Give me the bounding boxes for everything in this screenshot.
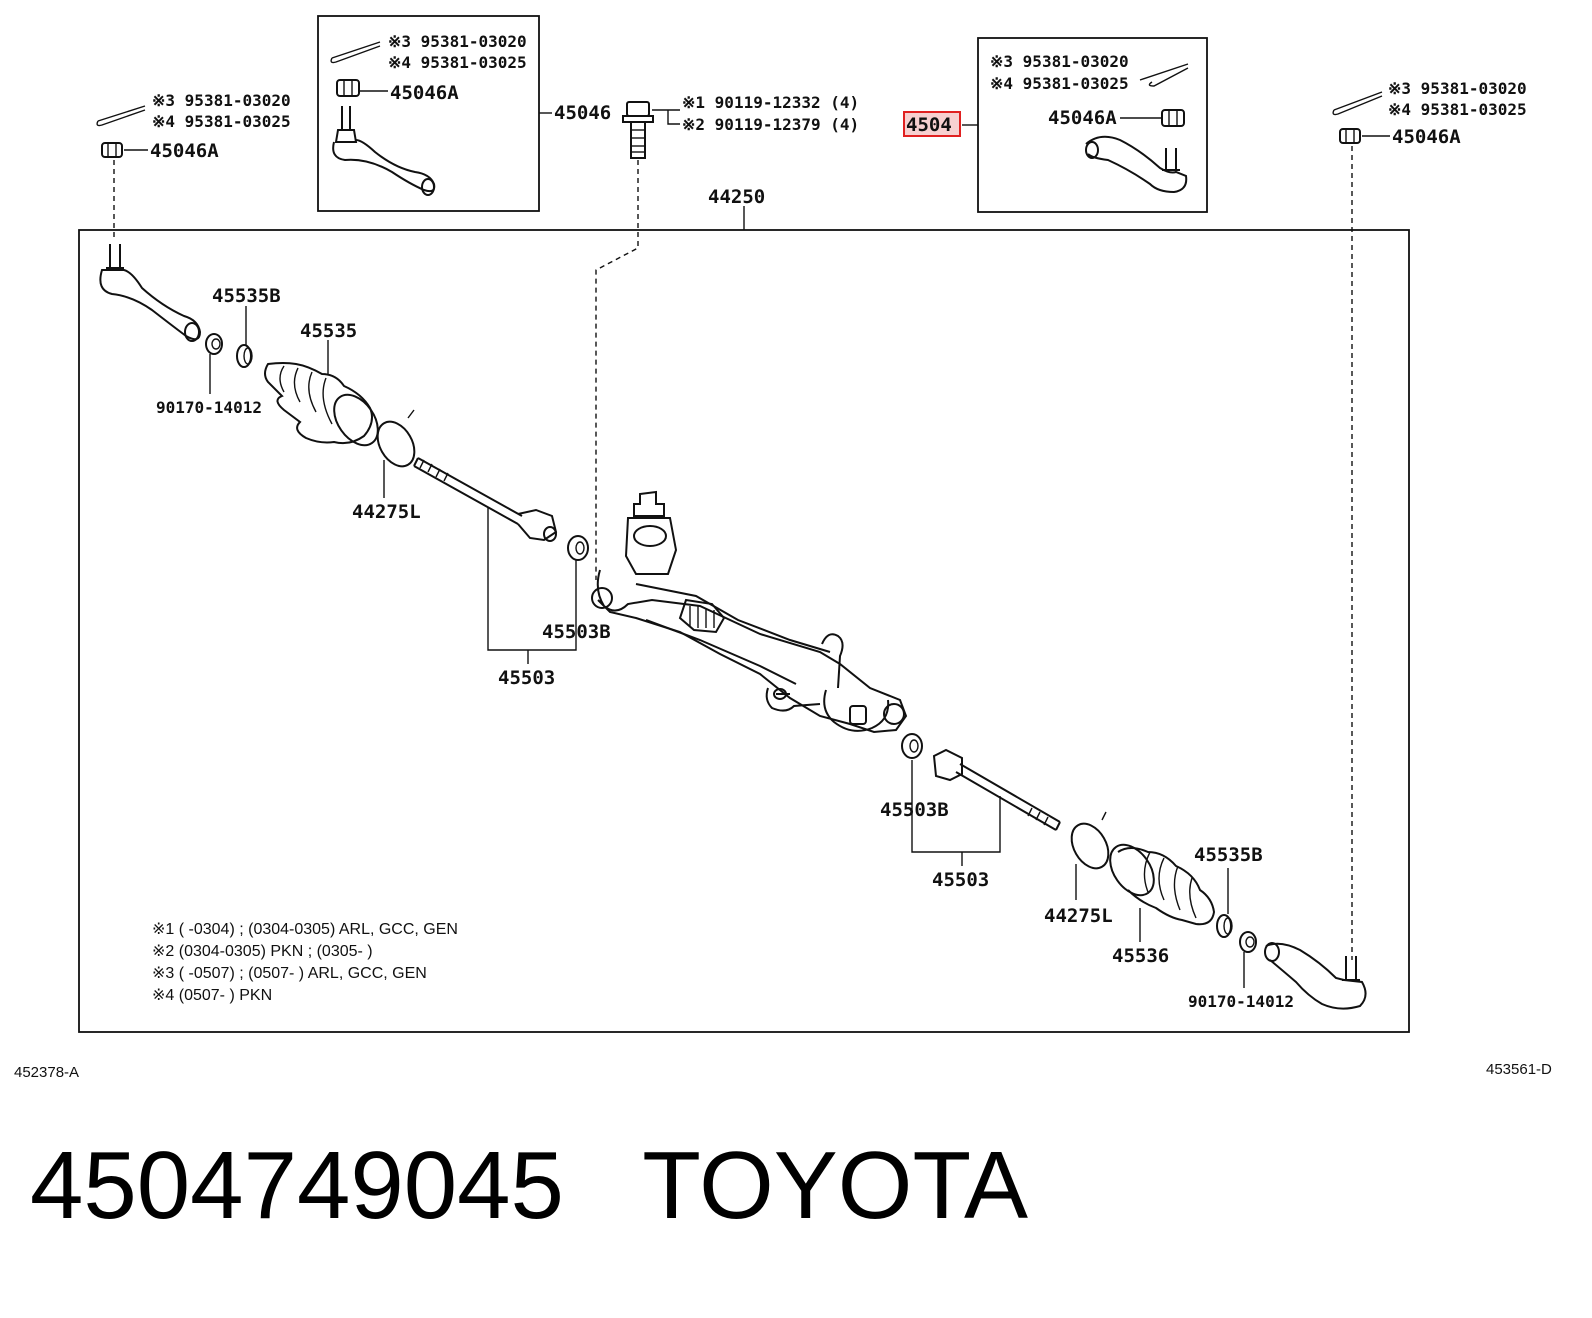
label-95381-03025-box-left[interactable]: ※4 95381-03025 [388, 53, 527, 72]
part-caption: 4504749045 TOYOTA [30, 1138, 1028, 1234]
nut-icon-far-right [1339, 128, 1361, 144]
caption-part-number: 4504749045 [30, 1132, 564, 1239]
washer-icon-45503B-right [901, 733, 923, 759]
nut-icon-90170-left [205, 333, 223, 355]
figure-ref-right: 453561-D [1486, 1061, 1552, 1078]
label-45503-left[interactable]: 45503 [498, 667, 555, 689]
nut-icon-box-left [336, 79, 360, 97]
tie-rod-end-icon-left [99, 244, 202, 342]
clamp-ring-icon-44275L-left [376, 409, 416, 468]
tie-rod-icon-right [932, 748, 1061, 831]
steering-rack-housing [591, 490, 908, 734]
label-95381-03020-far-left[interactable]: ※3 95381-03020 [152, 91, 291, 110]
label-45046A-far-left[interactable]: 45046A [150, 140, 219, 162]
label-45503B-left[interactable]: 45503B [542, 621, 611, 643]
tie-rod-end-icon-box-left [332, 106, 436, 196]
nut-icon-box-right [1161, 109, 1185, 127]
label-45046A-box-right[interactable]: 45046A [1048, 107, 1117, 129]
clamp-ring-icon-44275L-right [1070, 811, 1110, 870]
assembly-frame-44250 [78, 229, 1410, 1033]
label-45503-right[interactable]: 45503 [932, 869, 989, 891]
label-95381-03025-far-left[interactable]: ※4 95381-03025 [152, 112, 291, 131]
nut-icon-far-left [101, 142, 123, 158]
note-4: ※4 (0507- ) PKN [152, 987, 272, 1004]
label-45536[interactable]: 45536 [1112, 945, 1169, 967]
figure-ref-left: 452378-A [14, 1064, 79, 1081]
cotter-pin-icon-left [96, 105, 146, 127]
bolt-icon [622, 101, 654, 159]
label-95381-03020-box-right[interactable]: ※3 95381-03020 [990, 52, 1129, 71]
clamp-icon-45535B-left [236, 344, 253, 368]
label-45503B-right[interactable]: 45503B [880, 799, 949, 821]
clamp-icon-45535B-right [1216, 914, 1233, 938]
washer-icon-45503B-left [567, 535, 589, 561]
label-45046[interactable]: 45046 [554, 102, 611, 124]
cotter-pin-icon-far-right [1332, 91, 1383, 116]
label-95381-03025-box-right[interactable]: ※4 95381-03025 [990, 74, 1129, 93]
label-90119-12332[interactable]: ※1 90119-12332 (4) [682, 93, 859, 112]
note-2: ※2 (0304-0305) PKN ; (0305- ) [152, 943, 373, 960]
kit-box-45047 [977, 37, 1208, 213]
note-1: ※1 ( -0304) ; (0304-0305) ARL, GCC, GEN [152, 921, 458, 938]
note-3: ※3 ( -0507) ; (0507- ) ARL, GCC, GEN [152, 965, 427, 982]
label-95381-03020-box-left[interactable]: ※3 95381-03020 [388, 32, 527, 51]
tie-rod-end-icon-right [1264, 942, 1367, 1010]
label-44250[interactable]: 44250 [708, 186, 765, 208]
label-90170-14012-left[interactable]: 90170-14012 [156, 398, 262, 417]
cotter-pin-icon-box-right [1139, 63, 1189, 87]
label-45047-highlighted[interactable]: 4504 [906, 114, 952, 136]
label-45535B-right[interactable]: 45535B [1194, 844, 1263, 866]
nut-icon-90170-right [1239, 931, 1257, 953]
highlight-45047 [903, 111, 961, 137]
tie-rod-icon-left [413, 457, 558, 542]
boot-icon-45535 [264, 362, 379, 447]
label-45046A-box-left[interactable]: 45046A [390, 82, 459, 104]
label-45046A-far-right[interactable]: 45046A [1392, 126, 1461, 148]
label-95381-03025-far-right[interactable]: ※4 95381-03025 [1388, 100, 1527, 119]
label-45535[interactable]: 45535 [300, 320, 357, 342]
label-44275L-left[interactable]: 44275L [352, 501, 421, 523]
cotter-pin-icon-box-left [330, 41, 381, 64]
label-95381-03020-far-right[interactable]: ※3 95381-03020 [1388, 79, 1527, 98]
boot-icon-45536 [1109, 843, 1216, 926]
label-90119-12379[interactable]: ※2 90119-12379 (4) [682, 115, 859, 134]
tie-rod-end-icon-box-right [1085, 135, 1188, 194]
label-44275L-right[interactable]: 44275L [1044, 905, 1113, 927]
label-45535B-left[interactable]: 45535B [212, 285, 281, 307]
caption-brand: TOYOTA [642, 1132, 1029, 1239]
label-90170-14012-right[interactable]: 90170-14012 [1188, 992, 1294, 1011]
